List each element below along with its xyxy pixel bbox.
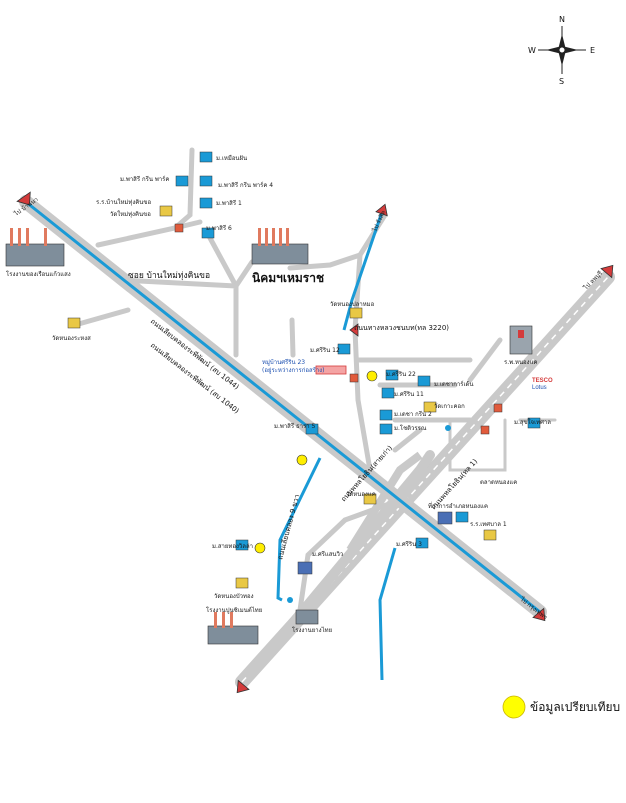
- label-wat-left: วัดหนองระหงส: [52, 335, 91, 342]
- minor-roads: [72, 147, 557, 613]
- legend: ข้อมูลเปรียบเทียบ: [502, 695, 620, 719]
- factory-icon-bottom2: [295, 609, 319, 625]
- label-mb-sirin-5: ม.พาสิรี ธารา 5: [274, 422, 316, 430]
- road-label-3220: ถนนทางหลวงชนบท(ทล 3220): [354, 324, 449, 332]
- compass-e: E: [590, 46, 595, 55]
- label-school-nongkhae: ร.ร.เทศบาล 1: [470, 521, 507, 528]
- label-power-plant-left: โรงงานของเรือนแก้วแสง: [6, 270, 71, 278]
- construction-bar: [315, 365, 347, 375]
- marker-1: [296, 454, 308, 466]
- factory-icon-estate: [251, 228, 309, 265]
- factory-icon-bottom: [207, 612, 259, 645]
- label-wat-ban-mai: วัดใหม่ทุ่งคินขอ: [110, 210, 151, 218]
- road-end-arrows: [16, 191, 614, 694]
- legend-marker: [502, 695, 526, 719]
- label-mb-sirin-23-sub: (อยู่ระหว่างการก่อสร้าง): [262, 367, 325, 374]
- highway-phahon: [235, 270, 615, 689]
- label-wat-nongkhae: วัดหนองแค: [346, 491, 376, 498]
- label-mb-sirin-22: ม.ศรีริน 22: [386, 370, 416, 378]
- label-district-office: ที่ว่าการอำเภอหนองแค: [428, 502, 488, 510]
- compass-s: S: [559, 77, 564, 86]
- label-school-ban-mai: ร.ร.บ้านใหม่ทุ่งคินขอ: [96, 198, 151, 206]
- fuel-icon: [445, 425, 451, 431]
- label-mb-decha: ม.เดชาการ์เด้น: [434, 380, 474, 388]
- label-mb-sirin-saen: ม.ศรีแสนวิว: [312, 550, 343, 558]
- marker-3: [254, 542, 266, 554]
- compass-rose: N S E W: [528, 15, 595, 86]
- label-mb-nuanchan: ม.เหมือนฝัน: [216, 154, 247, 162]
- label-mb-pruksa-green4: ม.พาสิรี กรีน พาร์ค 4: [218, 181, 273, 189]
- label-mb-sirin-12: ม.ศรีริน 12: [310, 346, 340, 354]
- label-mb-pruksa-6: ม.พาสิรี 6: [206, 224, 232, 232]
- label-mb-pruksa-1: ม.พาสิรี 1: [216, 199, 242, 207]
- label-mb-sirin-3: ม.ศรีริน 3: [396, 540, 422, 548]
- compass-n: N: [559, 15, 565, 24]
- label-mb-pruksa-green: ม.พาสิรี กรีน พาร์ค: [120, 175, 169, 183]
- label-mb-chotiwan: ม.โชติวรรณ: [394, 424, 427, 432]
- label-wat-nong-plachon: วัดหนองปลาหมอ: [330, 301, 375, 308]
- wat-icon: [67, 205, 497, 589]
- factories: [5, 228, 533, 645]
- store-icons: [174, 223, 503, 435]
- label-mb-sirin-11: ม.ศรีริน 11: [394, 390, 424, 398]
- label-mb-sai-thong: ม.สายทองวิลล่า: [212, 543, 253, 550]
- factory-icon-left: [5, 228, 65, 267]
- marker-2: [366, 370, 378, 382]
- industrial-estate-label: นิคมฯเหมราช: [252, 271, 324, 285]
- label-factory-bottom2: โรงงานยางไทย: [292, 626, 332, 634]
- canals: [276, 211, 397, 681]
- label-wat-kok-kham: วัดเกาะคอก: [434, 403, 465, 410]
- building-icons: [297, 511, 453, 575]
- village-icon: [175, 151, 541, 551]
- label-wat-mai: วัดหนองบัวทอง: [214, 593, 254, 600]
- compass-w: W: [528, 46, 536, 55]
- label-factory-bottom: โรงงานปูนซิเมนต์ไทย: [206, 606, 262, 614]
- label-mb-sirin-23: หมู่บ้านศรีริน 23: [262, 358, 305, 366]
- label-tesco-sub: Lotus: [532, 385, 547, 391]
- label-mb-decha-green2: ม.เดชา กรีน 2: [394, 410, 432, 418]
- label-hospital: ร.พ.หนองแค: [504, 359, 537, 366]
- legend-label: ข้อมูลเปรียบเทียบ: [530, 700, 620, 715]
- hospital-icon: [509, 325, 533, 355]
- label-market: ตลาดหนองแค: [480, 479, 517, 486]
- label-mb-suksai: ม.สุขใจเทศาล: [514, 418, 551, 426]
- road-label-soi-ban-mai: ซอย บ้านใหม่ทุ่งคินขอ: [128, 270, 210, 281]
- village-icons: [67, 151, 541, 603]
- fuel-icon: [287, 597, 293, 603]
- label-tesco: TESCO: [532, 378, 553, 384]
- highway-main: [19, 195, 547, 619]
